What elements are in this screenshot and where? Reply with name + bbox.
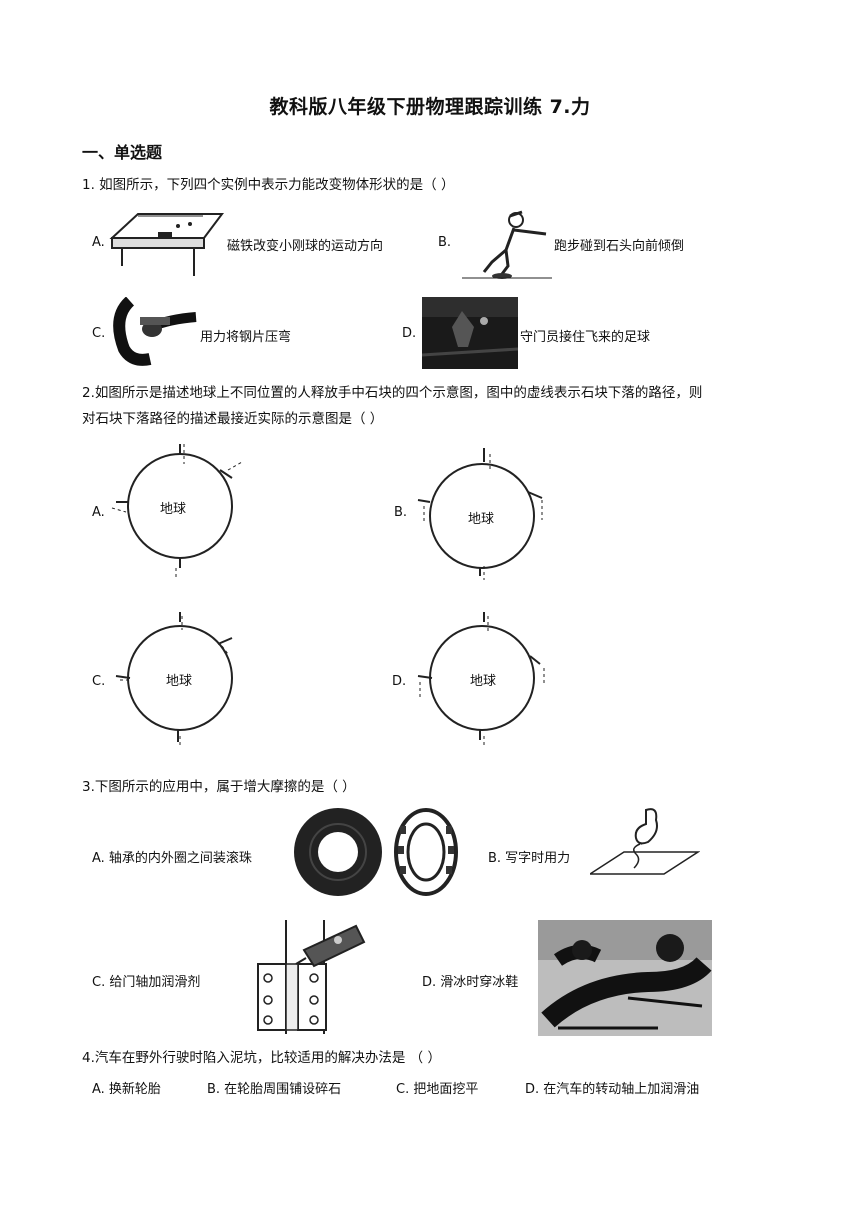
q4-option-b[interactable]: B. 在轮胎周围铺设碎石 (207, 1082, 342, 1097)
q1-option-d-letter[interactable]: D. (402, 326, 417, 341)
q2-option-b-diagram: 地球 (410, 440, 550, 582)
question-4-stem: 4.汽车在野外行驶时陷入泥坑，比较适用的解决办法是 （ ） (82, 1050, 441, 1066)
q1-option-b-text: 跑步碰到石头向前倾倒 (554, 239, 685, 254)
q1-option-c-letter[interactable]: C. (92, 326, 106, 341)
q3-option-c-text[interactable]: C. 给门轴加润滑剂 (92, 975, 201, 990)
question-3-stem: 3.下图所示的应用中，属于增大摩擦的是（ ） (82, 779, 356, 795)
q1-option-d-text: 守门员接住飞来的足球 (520, 330, 651, 345)
q1-option-c-text: 用力将钢片压弯 (200, 330, 292, 345)
q1-option-b-letter[interactable]: B. (438, 235, 452, 250)
q3-option-d-figure (538, 920, 712, 1036)
q1-option-a-letter[interactable]: A. (92, 235, 105, 250)
earth-label-c: 地球 (166, 674, 193, 689)
question-1-stem: 1. 如图所示，下列四个实例中表示力能改变物体形状的是（ ） (82, 177, 455, 193)
q2-option-d-letter[interactable]: D. (392, 674, 407, 689)
page-title: 教科版八年级下册物理跟踪训练 7.力 (269, 96, 591, 118)
q2-option-a-letter[interactable]: A. (92, 505, 105, 520)
q3-option-d-text[interactable]: D. 滑冰时穿冰鞋 (422, 975, 519, 990)
earth-label-d: 地球 (470, 674, 497, 689)
q4-option-d[interactable]: D. 在汽车的转动轴上加润滑油 (525, 1082, 700, 1097)
q2-option-d-diagram: 地球 (408, 608, 548, 750)
question-2-stem-line2: 对石块下落路径的描述最接近实际的示意图是（ ） (82, 411, 384, 427)
q3-option-c-figure (234, 920, 366, 1034)
q4-option-a[interactable]: A. 换新轮胎 (92, 1082, 161, 1097)
q1-option-c-figure (110, 297, 198, 367)
q2-option-c-diagram: 地球 (108, 608, 248, 750)
q2-option-c-letter[interactable]: C. (92, 674, 106, 689)
q2-option-a-diagram: 地球 (108, 440, 248, 582)
q3-option-a-text[interactable]: A. 轴承的内外圈之间装滚珠 (92, 851, 252, 866)
q1-option-b-figure (462, 208, 552, 280)
q1-option-d-figure (422, 297, 518, 369)
q2-option-b-letter[interactable]: B. (394, 505, 408, 520)
q3-option-b-text[interactable]: B. 写字时用力 (488, 851, 571, 866)
q3-option-b-figure (590, 808, 700, 890)
q3-option-a-figure (288, 806, 464, 898)
earth-label-b: 地球 (468, 512, 495, 527)
q1-option-a-text: 磁铁改变小刚球的运动方向 (227, 239, 384, 254)
question-2-stem-line1: 2.如图所示是描述地球上不同位置的人释放手中石块的四个示意图，图中的虚线表示石块… (82, 385, 703, 401)
q1-option-a-figure (108, 206, 226, 278)
earth-label-a: 地球 (160, 502, 187, 517)
section-heading: 一、单选题 (82, 143, 163, 162)
q4-option-c[interactable]: C. 把地面挖平 (396, 1082, 479, 1097)
